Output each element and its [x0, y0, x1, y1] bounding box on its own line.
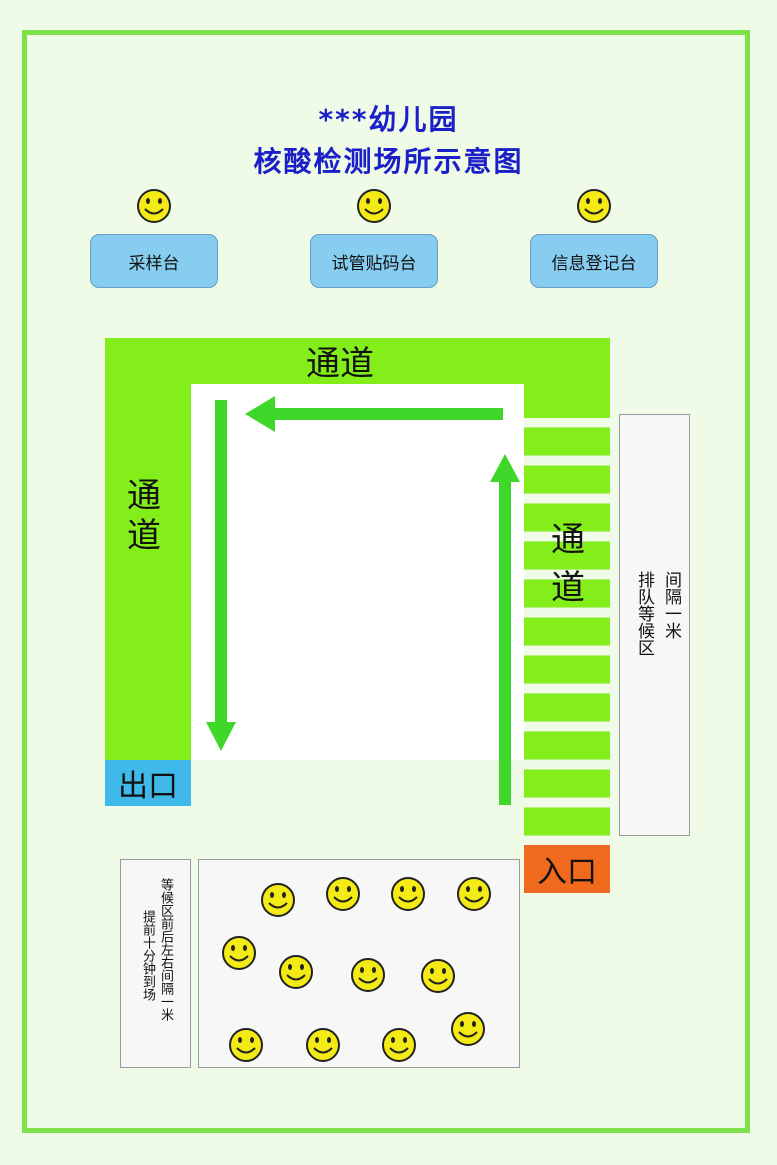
smiley-icon: [350, 957, 386, 997]
sampling-desk: 采样台: [90, 234, 218, 288]
corridor-segment: [524, 465, 610, 494]
corridor-segment: [524, 579, 610, 608]
outer-frame: [22, 30, 750, 1133]
smiley-icon: [381, 1027, 417, 1067]
waiting-arrival-note: 提前十分钟到场: [140, 910, 155, 1001]
corridor-segment: [524, 617, 610, 646]
corridor-segment: [524, 427, 610, 456]
exit-label: 出口: [105, 760, 191, 806]
smiley-icon: [137, 189, 171, 223]
corridor-segment: [524, 541, 610, 570]
smiley-icon: [450, 1011, 486, 1051]
inner-area: [191, 384, 524, 760]
waiting-area-rule: 等候区前后左右间隔一米: [158, 878, 173, 1021]
smiley-icon: [325, 876, 361, 916]
arrow-left-icon: [245, 396, 503, 432]
corridor-segment: [524, 655, 610, 684]
smiley-icon: [221, 935, 257, 975]
smiley-icon: [420, 958, 456, 998]
waiting-note-box: 等候区前后左右间隔一米 提前十分钟到场: [120, 859, 191, 1068]
smiley-icon: [357, 189, 391, 223]
tube-labeling-desk: 试管贴码台: [310, 234, 438, 288]
entrance-label: 入口: [524, 845, 610, 893]
smiley-icon: [577, 189, 611, 223]
queue-area-label: 排队等候区: [634, 571, 654, 656]
corridor-segment: [524, 693, 610, 722]
registration-desk: 信息登记台: [530, 234, 658, 288]
arrow-down-icon: [206, 400, 236, 751]
title-site-map: 核酸检测场所示意图: [253, 145, 524, 178]
corridor-segment: [524, 769, 610, 798]
smiley-icon: [278, 954, 314, 994]
smiley-icon: [390, 876, 426, 916]
corridor-left-label: 通道: [127, 476, 161, 556]
smiley-icon: [260, 882, 296, 922]
queue-area-spacing: 间隔一米: [661, 571, 681, 639]
queue-area: 间隔一米 排队等候区: [619, 414, 690, 836]
corridor-segment: [524, 503, 610, 532]
corridor-top-label: 通道: [306, 344, 374, 384]
corridor-segment: [524, 807, 610, 836]
corridor-right-top: [524, 338, 610, 418]
arrow-up-icon: [490, 454, 520, 805]
title-kindergarten: ***幼儿园: [318, 103, 459, 136]
corridor-left: [105, 338, 191, 760]
smiley-icon: [456, 876, 492, 916]
corridor-right-label: 通道: [551, 520, 585, 608]
smiley-icon: [228, 1027, 264, 1067]
corridor-segment: [524, 731, 610, 760]
smiley-icon: [305, 1027, 341, 1067]
